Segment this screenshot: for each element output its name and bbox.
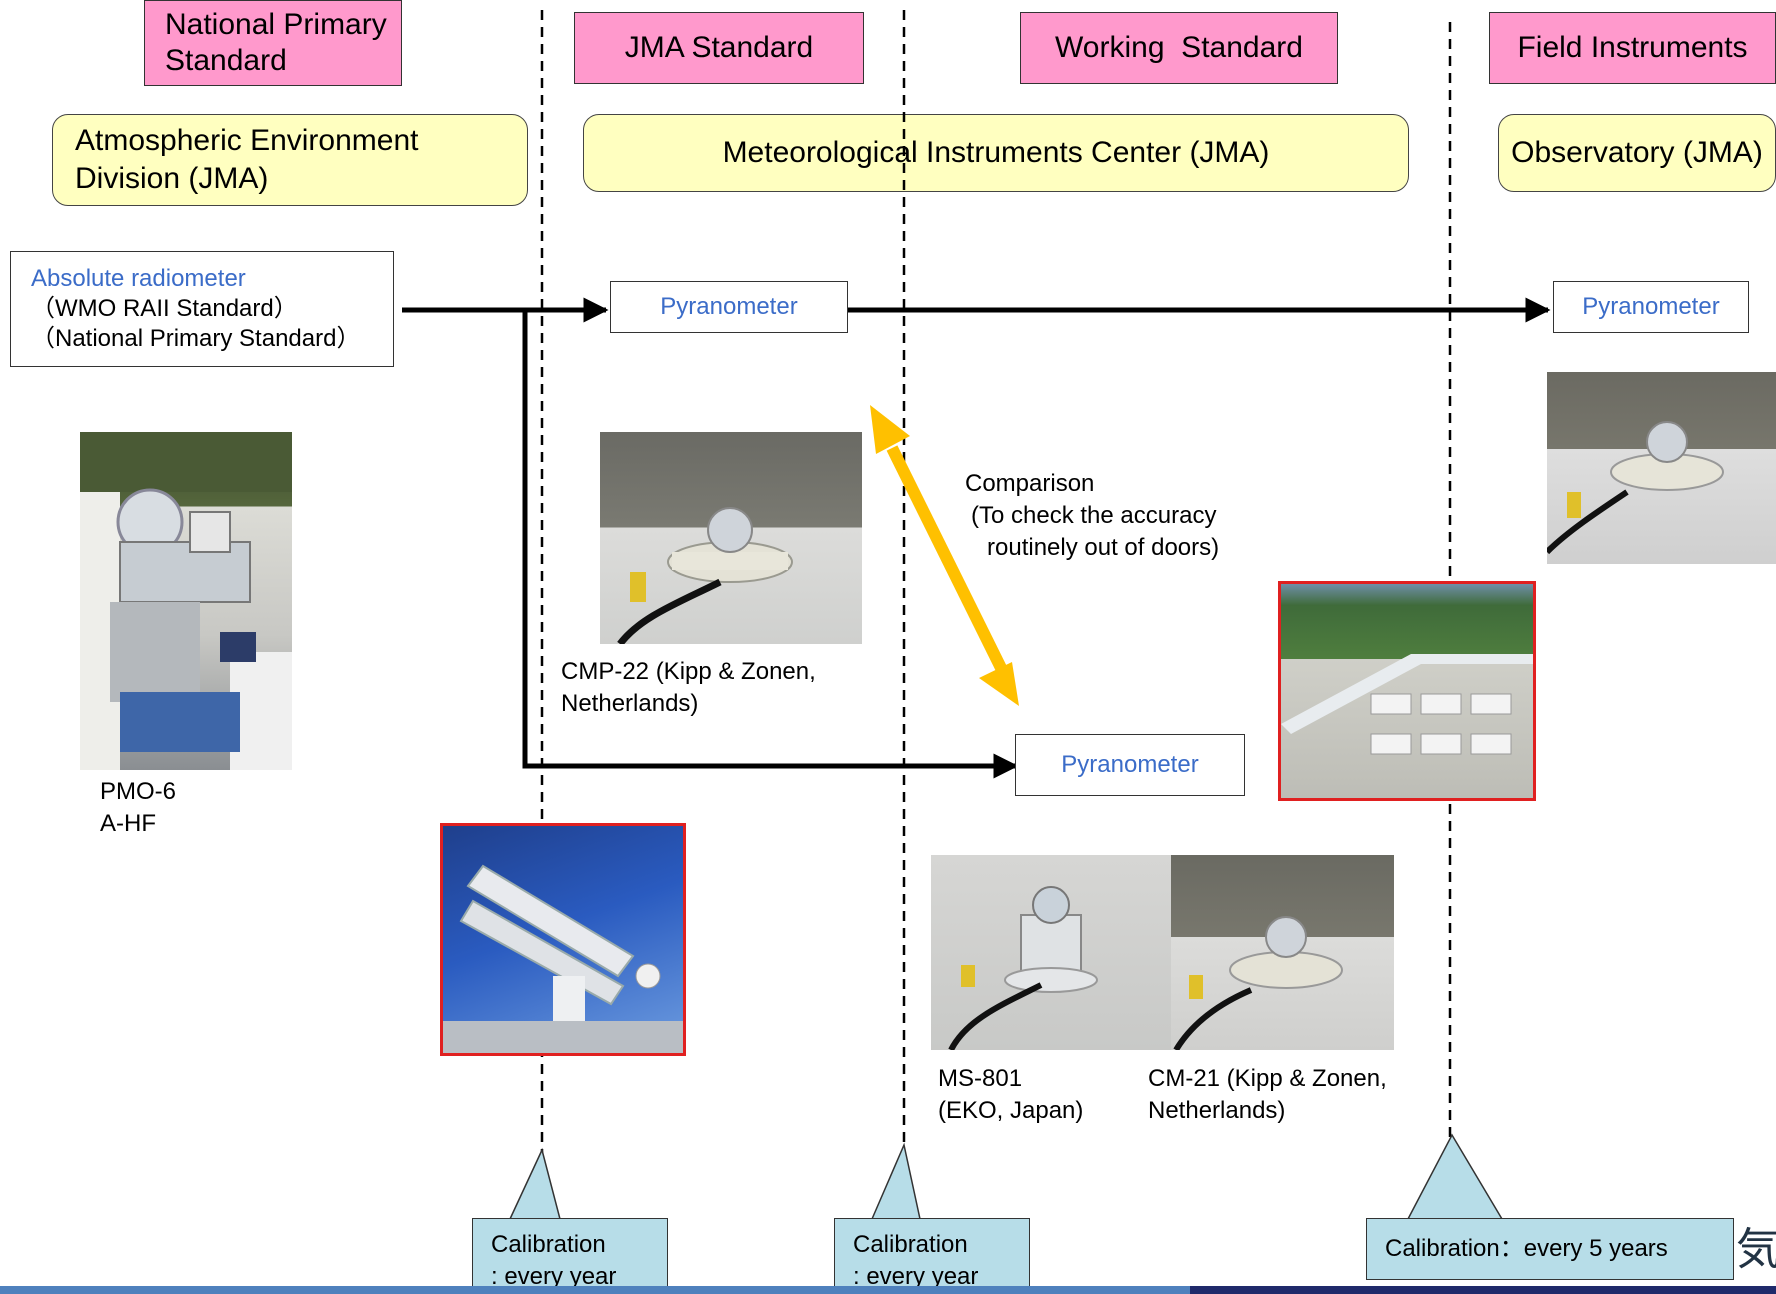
callout-pointer-2 xyxy=(870,1142,921,1220)
cmp22-photo xyxy=(600,432,862,644)
ms801-photo xyxy=(931,855,1171,1050)
pyranometer-field: Pyranometer xyxy=(1553,281,1749,333)
twin-telescope-photo xyxy=(440,823,686,1056)
cmp22-illustration xyxy=(617,507,793,644)
calibration-callout-3: Calibration：every 5 years xyxy=(1366,1218,1734,1280)
org-observatory: Observatory (JMA) xyxy=(1498,114,1776,192)
footer-bar-navy xyxy=(1190,1286,1776,1294)
comparison-arrow-head-bottom xyxy=(979,662,1019,706)
absolute-radiometer-title: Absolute radiometer xyxy=(31,265,246,292)
cm21-illustration xyxy=(1173,916,1343,1050)
cmp22-caption: CMP-22 (Kipp & Zonen, Netherlands) xyxy=(561,658,816,717)
calibration-callout-2: Calibration : every year xyxy=(834,1218,1030,1294)
comparison-arrow-head-top xyxy=(870,405,910,454)
callout-pointer-3 xyxy=(1406,1133,1504,1220)
field-pyranometer-photo xyxy=(1547,372,1776,564)
cm21-caption: CM-21 (Kipp & Zonen, Netherlands) xyxy=(1148,1065,1387,1124)
pmo6-illustration xyxy=(80,432,292,770)
rooftop-photo xyxy=(1278,581,1536,801)
comparison-line1: (To check the accuracy xyxy=(971,502,1217,529)
jma-logo: 気 xyxy=(1736,1222,1776,1282)
comparison-line2: routinely out of doors) xyxy=(987,534,1220,561)
org-meteorological-instruments-center: Meteorological Instruments Center (JMA) xyxy=(583,114,1409,192)
pyranometer-jma-standard: Pyranometer xyxy=(610,281,848,333)
header-jma-standard: JMA Standard xyxy=(574,12,864,84)
pmo6-caption: PMO-6 A-HF xyxy=(100,778,177,837)
callout-pointer-1 xyxy=(508,1147,561,1220)
jma-logo-glyph: 気 xyxy=(1736,1224,1776,1275)
absolute-radiometer-line1: （WMO RAII Standard） xyxy=(31,295,298,322)
footer-bar-blue xyxy=(0,1286,1190,1294)
ms801-caption: MS-801 (EKO, Japan) xyxy=(938,1065,1084,1124)
org-atmospheric-environment-division: Atmospheric Environment Division (JMA) xyxy=(52,114,528,206)
calibration-callout-1: Calibration : every year xyxy=(472,1218,668,1294)
field-pyranometer-illustration xyxy=(1547,421,1724,555)
header-working-standard: Working Standard xyxy=(1020,12,1338,84)
comparison-title: Comparison xyxy=(965,470,1095,497)
twin-telescope-illustration xyxy=(443,864,683,1053)
rooftop-illustration xyxy=(1281,654,1533,755)
absolute-radiometer-box: Absolute radiometer （WMO RAII Standard） … xyxy=(10,251,394,367)
comparison-text: Comparison (To check the accuracy routin… xyxy=(965,468,1219,564)
arrow-to-working-pyranometer xyxy=(522,310,1019,779)
absolute-radiometer-line2: （National Primary Standard） xyxy=(31,325,361,352)
header-national-primary-standard: National Primary Standard xyxy=(144,0,402,86)
cm21-photo xyxy=(1171,855,1394,1050)
header-field-instruments: Field Instruments xyxy=(1489,12,1776,84)
pyranometer-working: Pyranometer xyxy=(1015,734,1245,796)
pmo6-photo xyxy=(80,432,292,770)
ms801-illustration xyxy=(948,886,1098,1050)
